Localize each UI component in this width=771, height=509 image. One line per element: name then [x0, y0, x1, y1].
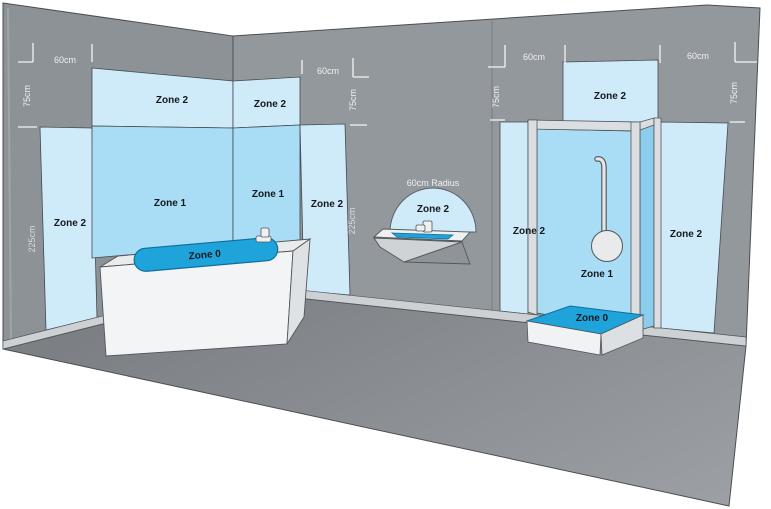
shower-frame-left [527, 119, 538, 316]
measurement-60cm-left-wall: 60cm [54, 55, 76, 65]
zone2-label-above-shower: Zone 2 [594, 91, 627, 102]
zone2-label-right-of-shower: Zone 2 [670, 229, 703, 240]
measurement-75cm-bath-wall: 75cm [348, 89, 358, 111]
measurement-75cm-left-wall: 75cm [22, 85, 32, 107]
zone1-label-back-wall: Zone 1 [252, 189, 285, 200]
zone2-label-left-band: Zone 2 [156, 95, 189, 106]
basin-body-underside [403, 241, 471, 265]
zone2-label-left-strip: Zone 2 [54, 218, 87, 229]
shower-frame-far-right [653, 117, 662, 329]
shower-tray-side [600, 314, 644, 356]
zone0-label-shower-tray: Zone 0 [576, 313, 609, 324]
zone0-label-bath: Zone 0 [188, 249, 221, 263]
measure-bracket-shower-left [488, 45, 506, 68]
zone2-label-strip-right-of-bath: Zone 2 [311, 199, 344, 210]
zone2-label-left-of-shower: Zone 2 [513, 226, 546, 237]
shower-tray-front [526, 320, 602, 356]
measure-bracket-shower-right [734, 42, 757, 63]
zone2-semicircle-basin [389, 187, 477, 233]
shower-glass-front [536, 128, 633, 331]
zone1-label-shower: Zone 1 [581, 269, 614, 280]
shower-pipe-icon [595, 157, 606, 236]
basin-tap-spout-icon [415, 224, 426, 232]
zone2-strip-left-of-shower [499, 121, 529, 315]
zone1-label-left-wall: Zone 1 [154, 198, 187, 209]
zone2-label-back-band: Zone 2 [254, 99, 287, 110]
bath-end-panel [286, 238, 311, 345]
shower-frame-top [527, 119, 641, 132]
measurement-60cm-shower-right: 60cm [687, 51, 709, 61]
measurement-75cm-shower-right: 75cm [729, 82, 739, 104]
measurement-75cm-shower-left: 75cm [491, 86, 501, 108]
measurement-225cm-left-wall: 225cm [27, 225, 37, 252]
measurement-60cm-shower-left: 60cm [523, 52, 545, 62]
measurement-60cm-radius-basin: 60cm Radius [407, 178, 460, 188]
shower-glass-side [639, 121, 655, 331]
measure-bracket-bathwall [352, 58, 369, 78]
bath-water [133, 237, 279, 272]
shower-frame-right [630, 121, 641, 333]
shower-head-icon [591, 230, 623, 262]
measure-bracket-left-wall [18, 43, 34, 63]
measurement-60cm-bath-wall: 60cm [317, 66, 339, 76]
basin-water [390, 232, 455, 240]
zone1-panel-left-wall [91, 125, 234, 259]
measurement-225cm-bath-wall: 225cm [347, 207, 357, 234]
bath-tap-icon [260, 227, 270, 238]
zone2-label-basin-semicircle: Zone 2 [417, 204, 450, 215]
wall-edge-highlight [7, 7, 12, 346]
